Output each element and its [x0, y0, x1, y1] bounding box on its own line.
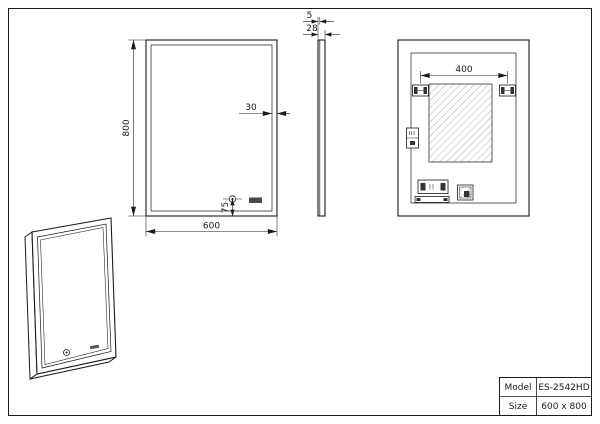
mirror-inner-border-front	[150, 44, 273, 212]
plate-end	[416, 198, 421, 201]
bracket-end	[501, 87, 505, 94]
bracket-end	[510, 87, 514, 94]
dim-label-75: 75	[221, 202, 231, 213]
size-value: 600 x 800	[541, 402, 587, 412]
dim-label-600: 600	[203, 222, 220, 232]
dim-label-800: 800	[122, 119, 132, 136]
mounting-bracket-right	[499, 84, 516, 97]
plate-body	[414, 196, 450, 203]
back-view: 400	[397, 39, 530, 217]
driver-terminal	[440, 183, 446, 191]
model-label: Model	[504, 383, 531, 393]
front-view: 800 600 30 75	[122, 39, 290, 237]
dim-label-400: 400	[455, 65, 472, 75]
touch-sensor-iso-dot	[65, 351, 68, 354]
side-view: 5 28	[303, 11, 340, 217]
dim-bracket-span: 400	[420, 65, 508, 84]
mirror-outline-front	[145, 39, 278, 217]
dim-border-width: 30	[239, 103, 290, 116]
dim-front-height: 800	[122, 39, 146, 217]
sheet-border	[8, 8, 592, 416]
mounting-bracket-left	[412, 84, 429, 97]
demister-pad-hatch	[428, 83, 493, 163]
bracket-end	[423, 87, 427, 94]
dim-sensor-height: 75	[221, 198, 235, 217]
mirror-outline-side	[317, 39, 326, 217]
dim-front-width: 600	[145, 216, 278, 237]
iso-front-face	[31, 217, 117, 375]
switch-block	[410, 141, 415, 145]
junction-box	[457, 184, 474, 201]
dim-label-30: 30	[245, 103, 257, 113]
control-unit	[406, 127, 419, 149]
brand-logo-mark-iso	[89, 344, 100, 350]
iso-inner-border-inner	[40, 227, 109, 365]
driver-terminal	[420, 183, 426, 191]
size-label: Size	[509, 402, 528, 412]
dim-label-5: 5	[307, 11, 313, 21]
isometric-view	[24, 217, 117, 380]
title-block: Model ES-2542HD Size 600 x 800	[499, 377, 592, 416]
junction-block	[464, 191, 470, 197]
bracket-end	[414, 87, 418, 94]
led-driver	[417, 179, 449, 194]
driver-plate	[414, 196, 450, 203]
dim-label-28: 28	[306, 24, 318, 34]
iso-inner-border-outer	[37, 223, 112, 369]
brand-logo-mark-front	[249, 197, 262, 203]
model-value: ES-2542HD	[538, 383, 589, 393]
plate-end	[443, 198, 448, 201]
dim-total-depth: 28	[303, 24, 340, 39]
